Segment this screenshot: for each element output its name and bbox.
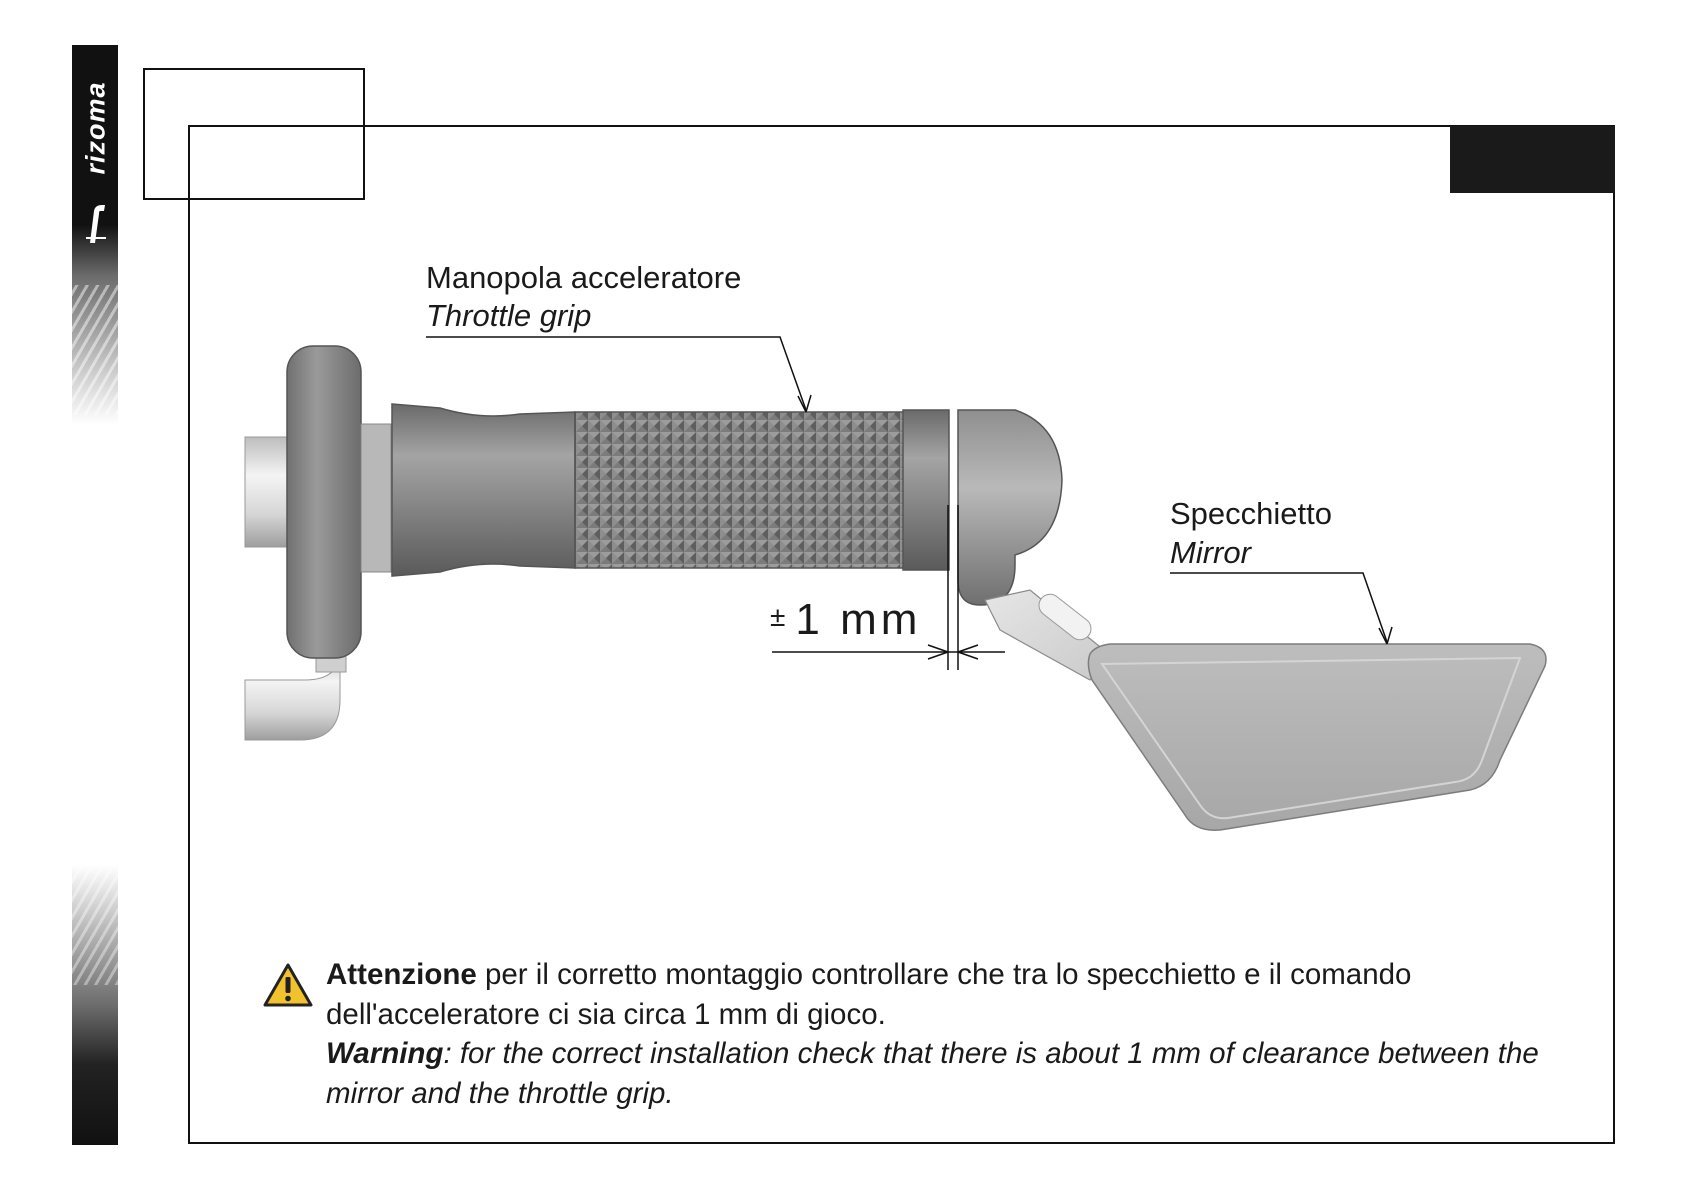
wheel-hub bbox=[360, 423, 392, 573]
arm-slot bbox=[1038, 593, 1092, 641]
mirror-head bbox=[1087, 643, 1547, 831]
note-en-text: : for the correct installation check tha… bbox=[326, 1037, 1539, 1110]
note-it-text: per il corretto montaggio controllare ch… bbox=[326, 958, 1412, 1031]
warning-triangle-icon bbox=[263, 963, 313, 1007]
note-en-heading: Warning bbox=[326, 1037, 444, 1070]
note-italian: Attenzione per il corretto montaggio con… bbox=[326, 955, 1586, 1034]
mirror-label-en: Mirror bbox=[1170, 535, 1251, 570]
mirror-label-it: Specchietto bbox=[1170, 496, 1332, 531]
note-it-heading: Attenzione bbox=[326, 958, 477, 991]
clearance-value: 1 mm bbox=[795, 595, 922, 644]
sidebar-stripes-bottom bbox=[72, 865, 118, 985]
throttle-wheel bbox=[286, 345, 362, 659]
mirror-leader bbox=[1170, 572, 1388, 643]
plus-minus-symbol: ± bbox=[770, 601, 790, 632]
sidebar-stripes-top bbox=[72, 285, 118, 415]
clearance-dimension: ±1 mm bbox=[770, 595, 921, 645]
illustration-frame bbox=[188, 125, 1615, 1144]
mirror-glass bbox=[1100, 656, 1522, 820]
throttle-label-it: Manopola acceleratore bbox=[426, 260, 742, 295]
installation-note: Attenzione per il corretto montaggio con… bbox=[326, 955, 1586, 1113]
dim-arrow-left bbox=[927, 644, 949, 660]
throttle-arrowhead bbox=[797, 394, 812, 413]
grip-collar bbox=[391, 403, 576, 577]
grip-knurl bbox=[574, 411, 906, 569]
throttle-leader bbox=[426, 336, 807, 411]
step-label-box bbox=[143, 68, 365, 200]
step-tab bbox=[1450, 126, 1615, 193]
throttle-label-en: Throttle grip bbox=[426, 298, 592, 333]
grip-end-ring bbox=[902, 409, 950, 571]
mirror-adapter bbox=[957, 409, 1063, 606]
brand-logo: rizoma bbox=[77, 78, 115, 258]
rizoma-logo-icon bbox=[86, 205, 106, 243]
brake-pipe bbox=[244, 649, 341, 741]
mirror-arrowhead bbox=[1378, 626, 1393, 645]
dim-arrow-right bbox=[957, 644, 979, 660]
note-english: Warning: for the correct installation ch… bbox=[326, 1034, 1586, 1113]
